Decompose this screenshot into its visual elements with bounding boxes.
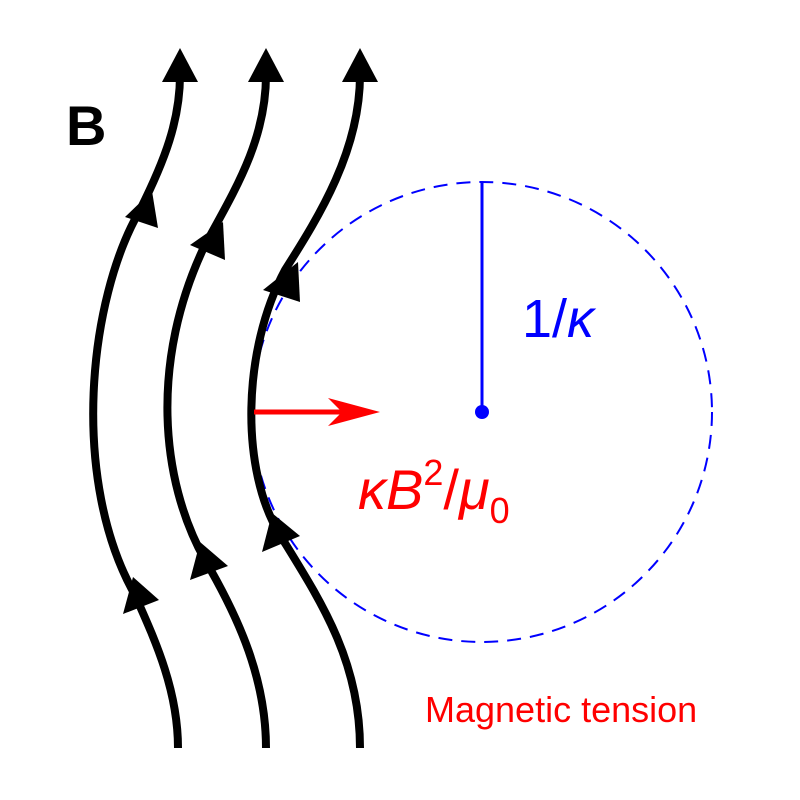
radius-label-kappa: κ [567, 289, 595, 349]
radius-label-numerator: 1/ [522, 289, 568, 349]
force-label-mu: μ [458, 458, 490, 521]
force-label-slash: / [443, 458, 459, 521]
field-line-1-arrow-lower [123, 577, 159, 614]
field-line-2 [163, 74, 270, 749]
force-label-B: B [386, 458, 424, 521]
tension-force-label: κB2/μ0 [358, 455, 510, 529]
field-line-2-arrow-upper [190, 222, 225, 260]
field-label-B: B [66, 94, 107, 157]
field-line-3-arrow-lower [262, 513, 300, 552]
field-line-3-arrow-upper [263, 262, 300, 302]
force-label-exponent: 2 [423, 452, 444, 493]
tension-force-arrowhead [328, 398, 380, 426]
force-label-mu-subscript: 0 [489, 490, 510, 531]
field-line-2-arrowhead-top [248, 48, 284, 82]
force-label-kappa: κ [358, 458, 386, 521]
field-line-1-arrowhead-top [162, 48, 198, 82]
curvature-center-point [475, 405, 489, 419]
field-line-1 [89, 74, 184, 749]
field-line-3-arrowhead-top [342, 48, 378, 82]
field-line-3 [247, 74, 364, 749]
radius-of-curvature-label: 1/κ [522, 292, 594, 346]
field-line-2-arrow-lower [190, 542, 228, 580]
diagram-caption: Magnetic tension [425, 689, 698, 730]
field-line-1-arrow-upper [125, 191, 158, 228]
